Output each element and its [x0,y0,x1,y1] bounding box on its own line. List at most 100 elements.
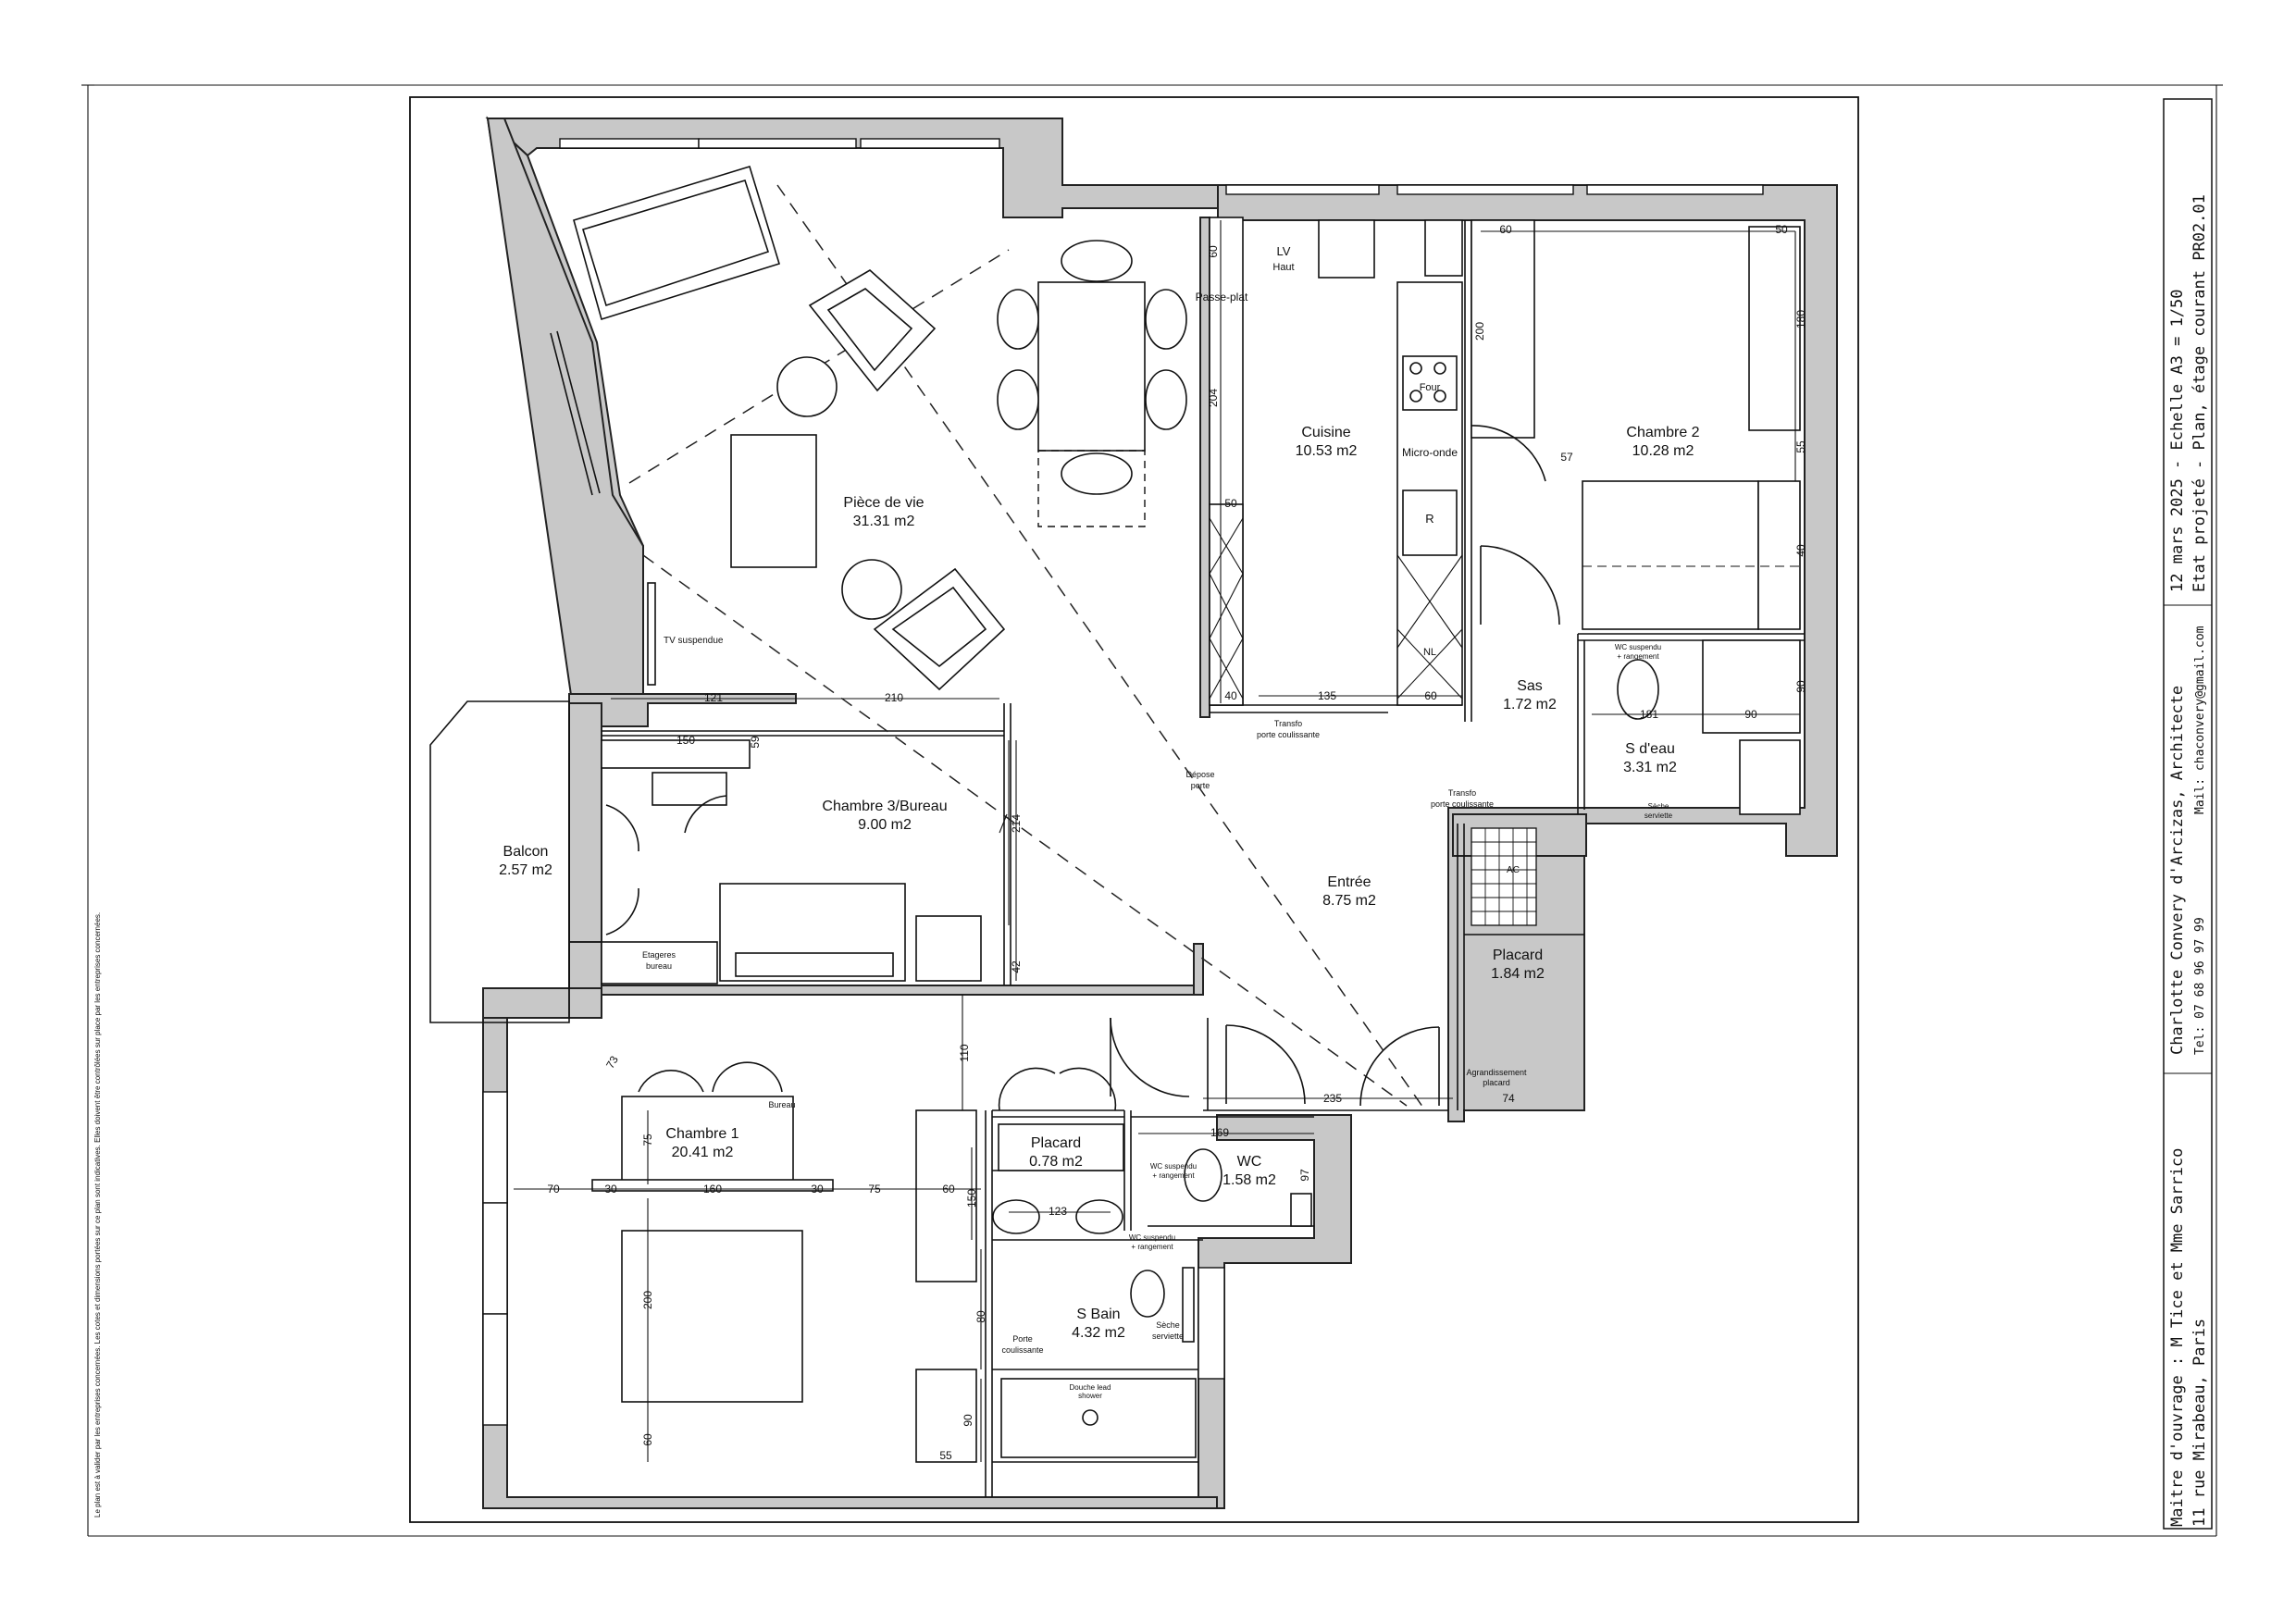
label-douche-1: Douche lead [1070,1383,1111,1392]
dim-60d: 60 [942,1183,955,1196]
dim-235: 235 [1323,1092,1342,1105]
dim-123: 123 [1049,1205,1067,1218]
label-rangement-3: + rangement [1131,1243,1173,1251]
dim-50b: 50 [1224,497,1237,510]
small-labels: LV Haut Passe-plat Four Micro-onde R NL … [642,244,1673,1400]
room-area-chambre3: 9.00 m2 [858,817,912,833]
dim-200b: 200 [641,1291,654,1309]
dim-150b: 150 [965,1189,978,1208]
room-name-chambre2: Chambre 2 [1626,425,1699,440]
dimensions: 60 50 200 180 60 204 57 55 50 40 135 60 … [514,220,1807,1462]
label-depose-2: porte [1191,781,1210,790]
balcony-outline [429,700,570,1023]
dim-200a: 200 [1473,322,1486,341]
dim-73: 73 [603,1053,621,1071]
dim-40b: 40 [1794,544,1807,557]
title-architect: Charlotte Convery d'Arcizas, Architecte [2168,686,2187,1055]
dim-30a: 30 [604,1183,617,1196]
label-nl: NL [1423,647,1436,658]
label-tv: TV suspendue [664,636,724,646]
label-wc-suspendu-1: WC suspendu [1615,643,1661,651]
label-porte-c1: Porte [1012,1334,1033,1344]
room-area-balcon: 2.57 m2 [499,862,552,878]
label-four: Four [1420,382,1441,393]
side-note: Le plan est à valider par les entreprise… [93,912,102,1518]
room-name-placard-ch1: Placard [1031,1135,1081,1151]
dim-160: 160 [703,1183,722,1196]
title-tel: Tel: 07 68 96 97 99 [2193,917,2207,1055]
dim-150: 150 [676,734,695,747]
label-seche-2: serviette [1644,812,1673,820]
title-date-scale: 12 mars 2025 - Echelle A3 = 1/50 [2168,289,2187,592]
room-name-cuisine: Cuisine [1301,425,1350,440]
room-name-wc: WC [1237,1154,1262,1170]
label-seche-3: Sèche [1156,1320,1180,1330]
dim-42: 42 [1010,960,1023,973]
room-area-sbain: 4.32 m2 [1072,1325,1125,1341]
room-name-chambre1: Chambre 1 [665,1126,738,1142]
title-block: Maitre d'ouvrage : M Tice et Mme Sarrico… [2163,98,2213,1530]
room-name-sas: Sas [1517,678,1543,694]
label-r: R [1425,512,1433,526]
label-lv: LV [1277,244,1291,258]
dim-210: 210 [885,691,903,704]
label-douche-2: shower [1078,1392,1102,1400]
room-name-chambre3: Chambre 3/Bureau [822,799,947,814]
label-wc-suspendu-3: WC suspendu [1129,1233,1175,1242]
label-depose-1: Dépose [1185,770,1214,779]
label-porte-coulissante-2: porte coulissante [1431,799,1494,809]
doors [605,425,1560,1111]
room-area-placard-ch1: 0.78 m2 [1029,1154,1083,1170]
label-etageres: Etageres [642,950,676,960]
room-area-wc: 1.58 m2 [1222,1172,1276,1188]
room-name-entree: Entrée [1327,874,1371,890]
title-address: 11 rue Mirabeau, Paris [2191,1319,2209,1527]
room-area-seau: 3.31 m2 [1623,760,1677,775]
dim-55: 55 [1794,440,1807,453]
dim-169: 169 [1210,1126,1229,1139]
dim-60a: 60 [1499,223,1512,236]
dim-74: 74 [1502,1092,1515,1105]
dim-180: 180 [1794,310,1807,328]
label-seche-1: Sèche [1648,802,1669,811]
room-area-chambre1: 20.41 m2 [672,1145,734,1160]
title-plan: Etat projeté - Plan, étage courant PR02.… [2191,194,2209,592]
dim-40a: 40 [1224,689,1237,702]
label-rangement-2: + rangement [1152,1171,1195,1180]
room-name-placard-entree: Placard [1493,948,1543,963]
label-ac: AC [1507,865,1520,875]
label-transfo-2: Transfo [1448,788,1476,798]
room-area-cuisine: 10.53 m2 [1296,443,1358,459]
label-passe-plat: Passe-plat [1196,291,1248,304]
label-etageres-bureau: bureau [646,961,672,971]
label-porte-c2: coulissante [1001,1345,1043,1355]
dim-97: 97 [1298,1169,1311,1182]
label-micro-onde: Micro-onde [1402,446,1458,459]
room-name-balcon: Balcon [503,844,549,860]
dim-135: 135 [1318,689,1336,702]
dim-181: 181 [1640,708,1658,721]
label-agrandissement: Agrandissement [1466,1068,1527,1077]
dim-30b: 30 [811,1183,824,1196]
room-area-sas: 1.72 m2 [1503,697,1557,712]
dim-204: 204 [1207,389,1220,407]
label-haut: Haut [1272,262,1294,273]
dim-70: 70 [547,1183,560,1196]
dim-75a: 75 [641,1134,654,1146]
label-seche-4: serviette [1152,1332,1184,1341]
label-bureau: Bureau [768,1100,795,1109]
dim-121: 121 [704,691,723,704]
dim-110: 110 [958,1044,971,1061]
label-placard: placard [1483,1078,1510,1087]
dim-60c: 60 [1424,689,1437,702]
dim-90b: 90 [1744,708,1757,721]
dim-80: 80 [974,1310,987,1323]
dim-60b: 60 [1207,245,1220,258]
dim-90c: 90 [962,1414,974,1427]
dim-59: 59 [749,736,762,749]
dim-55b: 55 [939,1449,952,1462]
room-area-entree: 8.75 m2 [1322,893,1376,909]
drawing-frame [409,96,1859,1523]
label-rangement-1: + rangement [1617,652,1659,661]
